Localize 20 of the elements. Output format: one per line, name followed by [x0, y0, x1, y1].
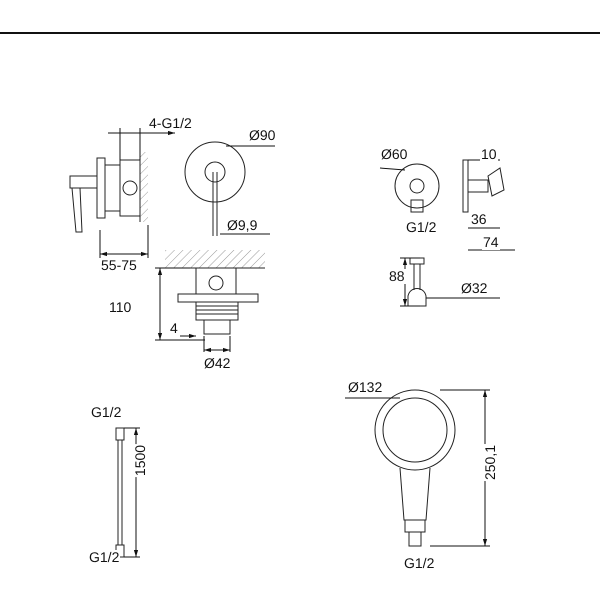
dimension-label: 10 [480, 147, 498, 162]
dimension-label: 4-G1/2 [148, 116, 193, 131]
dimension-label: Ø60 [380, 147, 408, 162]
dimension-label: 250,1 [483, 444, 498, 482]
dimension-label: G1/2 [403, 556, 436, 571]
dimension-label: Ø9,9 [226, 218, 258, 233]
dimension-label: Ø132 [347, 380, 384, 395]
dimension-label: 88 [388, 269, 406, 284]
dimension-label: G1/2 [90, 405, 122, 420]
dimension-label: 55-75 [100, 258, 138, 273]
dimension-label: 4 [169, 321, 179, 336]
dimension-label: 36 [470, 212, 488, 227]
dimension-label: 1500 [133, 444, 148, 478]
dimension-label: 74 [482, 235, 500, 250]
dimension-label: Ø42 [203, 356, 232, 371]
dimension-label: 110 [108, 300, 132, 315]
dimension-label: G1/2 [405, 220, 438, 235]
dimension-label: Ø32 [460, 281, 488, 296]
dimension-label: Ø90 [248, 128, 276, 143]
dimension-label: G1/2 [88, 550, 120, 565]
